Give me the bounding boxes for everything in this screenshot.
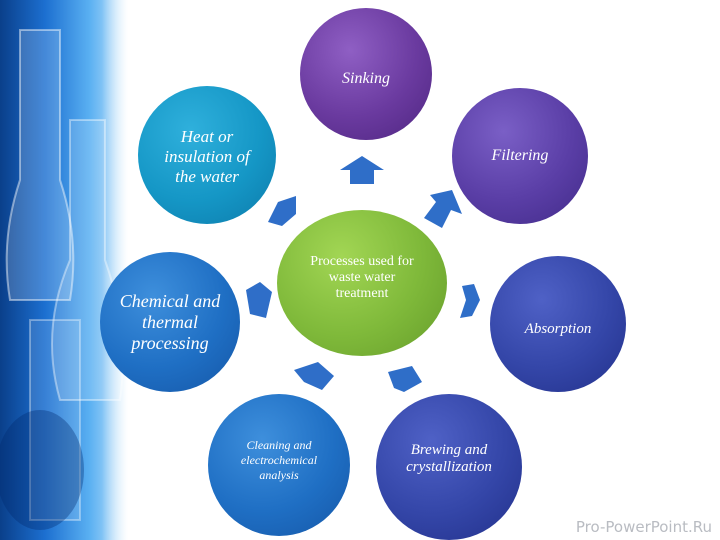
watermark: Pro-PowerPoint.Ru bbox=[575, 518, 712, 536]
arrow-to-sinking bbox=[340, 156, 384, 184]
node-sinking: Sinking bbox=[300, 8, 432, 140]
node-absorption: Absorption bbox=[490, 256, 626, 392]
node-chemical: Chemical and thermal processing bbox=[100, 252, 240, 392]
node-filtering-label: Filtering bbox=[491, 147, 549, 164]
arrow-to-heat bbox=[268, 196, 296, 226]
arrow-to-absorption bbox=[460, 284, 480, 318]
arrow-to-cleaning bbox=[294, 362, 334, 390]
node-center: Processes used for waste water treatment bbox=[277, 210, 447, 356]
node-filtering: Filtering bbox=[452, 88, 588, 224]
arrow-to-brewing bbox=[388, 366, 422, 392]
node-cleaning-label: Cleaning and electrochemical analysis bbox=[240, 438, 318, 482]
arrow-to-chemical bbox=[246, 282, 272, 318]
arrow-to-filtering bbox=[424, 190, 462, 228]
node-chemical-label: Chemical and thermal processing bbox=[119, 290, 221, 353]
node-absorption-label: Absorption bbox=[524, 320, 592, 337]
node-heat: Heat or insulation of the water bbox=[138, 86, 276, 224]
node-center-label: Processes used for waste water treatment bbox=[310, 254, 414, 301]
node-sinking-label: Sinking bbox=[342, 70, 390, 87]
node-brewing-label: Brewing and crystallization bbox=[406, 442, 492, 475]
node-heat-label: Heat or insulation of the water bbox=[164, 127, 250, 186]
lab-glassware-photo bbox=[0, 0, 128, 540]
node-cleaning: Cleaning and electrochemical analysis bbox=[208, 394, 350, 536]
node-brewing: Brewing and crystallization bbox=[376, 394, 522, 540]
